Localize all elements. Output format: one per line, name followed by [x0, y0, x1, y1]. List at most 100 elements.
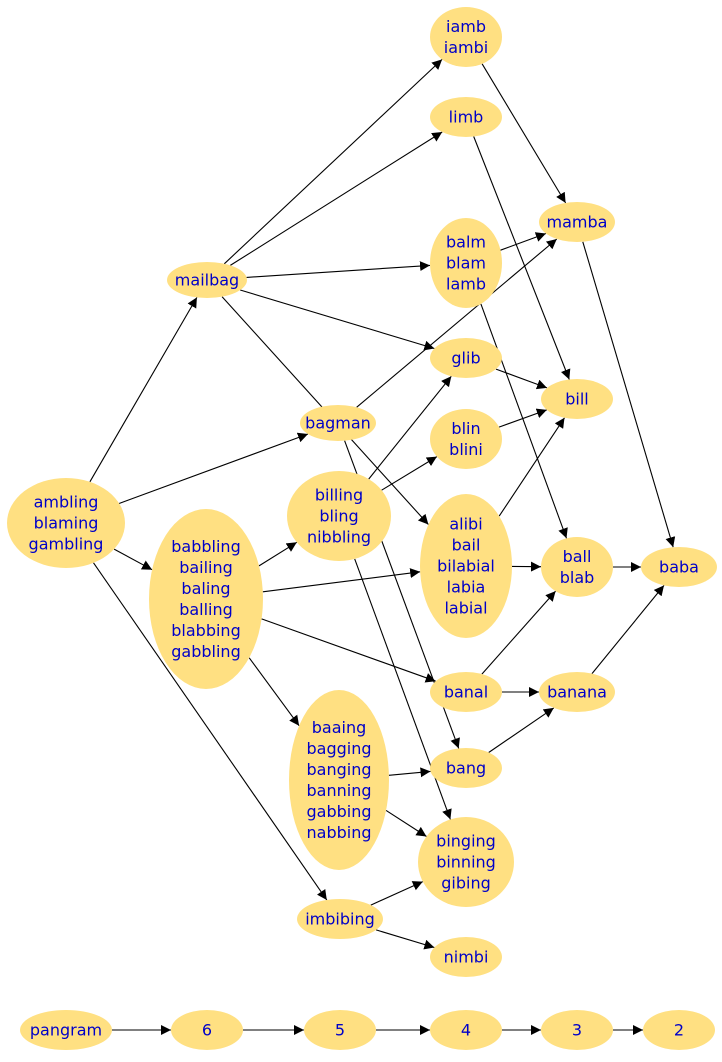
node-label: lamb [446, 275, 486, 294]
node-ellipse [304, 1010, 376, 1050]
edge-arrow [488, 707, 555, 753]
node-label: blaming [34, 514, 99, 533]
node-balm: balm blam lamb [430, 218, 502, 308]
node-label: blabbing [171, 621, 240, 640]
node-pangram: pangram [20, 1010, 112, 1050]
node-ellipse [641, 547, 717, 587]
edge-arrow [582, 241, 676, 548]
node-label: limb [449, 108, 484, 127]
node-mamba: mamba [539, 202, 615, 242]
node-ellipse [539, 672, 615, 712]
node-label: gibing [441, 874, 491, 893]
node-ellipse [541, 537, 613, 597]
node-label: 4 [461, 1021, 471, 1040]
node-label: 3 [572, 1021, 582, 1040]
node-baba: baba [641, 547, 717, 587]
node-ellipse [167, 262, 247, 298]
node-label: alibi [449, 515, 482, 534]
node-ellipse [287, 471, 391, 561]
node-ambling: ambling blaming gambling [7, 478, 125, 568]
node-label: labial [444, 599, 487, 618]
node-label: nibbling [307, 528, 371, 547]
edges-layer [89, 58, 676, 1035]
edge-arrow [368, 375, 452, 480]
node-5: 5 [304, 1010, 376, 1050]
node-nimbi: nimbi [430, 937, 502, 977]
edge-arrow [481, 63, 567, 204]
node-limb: limb [430, 97, 502, 137]
node-ellipse [430, 7, 502, 67]
edge-arrow [480, 303, 568, 539]
edge-arrow [230, 131, 443, 266]
node-label: 5 [335, 1021, 345, 1040]
edge-arrow [473, 136, 571, 380]
node-label: bail [452, 536, 481, 555]
node-label: labia [447, 578, 486, 597]
node-6: 6 [171, 1010, 243, 1050]
node-label: gabbling [171, 642, 240, 661]
node-label: mamba [547, 213, 608, 232]
node-label: mailbag [175, 271, 239, 290]
node-label: binging [436, 832, 496, 851]
node-label: baaing [312, 718, 367, 737]
node-label: banging [307, 760, 372, 779]
node-label: gambling [29, 535, 104, 554]
edge-arrow [388, 767, 431, 778]
node-label: ball [563, 547, 592, 566]
node-label: banana [547, 683, 607, 702]
node-label: 6 [202, 1021, 212, 1040]
node-ellipse [541, 379, 613, 419]
edge-arrow [223, 58, 443, 265]
node-imbibing: imbibing [297, 899, 383, 939]
node-label: 2 [674, 1021, 684, 1040]
node-label: blam [446, 254, 486, 273]
node-label: bling [319, 507, 358, 526]
node-ellipse [20, 1010, 112, 1050]
edge-arrow [246, 261, 431, 278]
node-ellipse [430, 218, 502, 308]
node-label: baling [181, 579, 230, 598]
edge-arrow [500, 232, 547, 251]
node-ellipse [420, 494, 512, 638]
node-ellipse [149, 509, 263, 689]
node-label: ambling [34, 493, 99, 512]
node-bang: bang [430, 748, 502, 788]
node-label: bang [446, 759, 486, 778]
edge-arrow [591, 585, 665, 674]
node-label: balm [446, 233, 486, 252]
node-label: nimbi [444, 948, 489, 967]
node-mailbag: mailbag [167, 262, 247, 298]
node-binging: binging binning gibing [418, 817, 514, 907]
edge-arrow [356, 238, 558, 408]
node-label: billing [315, 486, 363, 505]
edge-arrow [495, 368, 548, 390]
node-label: glib [451, 349, 480, 368]
node-ellipse [430, 1010, 502, 1050]
edge-arrow [258, 541, 298, 567]
node-ellipse [289, 690, 389, 870]
node-label: iamb [446, 17, 486, 36]
node-ellipse [7, 478, 125, 568]
node-ellipse [430, 97, 502, 137]
node-label: babbling [171, 537, 240, 556]
edge-arrow [113, 548, 153, 571]
node-ellipse [300, 405, 376, 441]
edge-arrow [240, 289, 435, 351]
node-label: iambi [444, 38, 488, 57]
edge-arrow [370, 881, 424, 906]
node-label: banal [444, 683, 488, 702]
node-glib: glib [430, 338, 502, 378]
edge-arrow [381, 456, 438, 491]
node-label: binning [436, 853, 496, 872]
node-label: bill [565, 390, 589, 409]
node-babbling: babblingbailingbalingballingblabbinggabb… [149, 509, 263, 689]
node-ellipse [171, 1010, 243, 1050]
node-label: pangram [30, 1021, 102, 1040]
edge-arrow [93, 562, 328, 901]
node-billing: billing bling nibbling [287, 471, 391, 561]
node-baaing: baaingbaggingbangingbanninggabbingnabbin… [289, 690, 389, 870]
node-bill: bill [541, 379, 613, 419]
